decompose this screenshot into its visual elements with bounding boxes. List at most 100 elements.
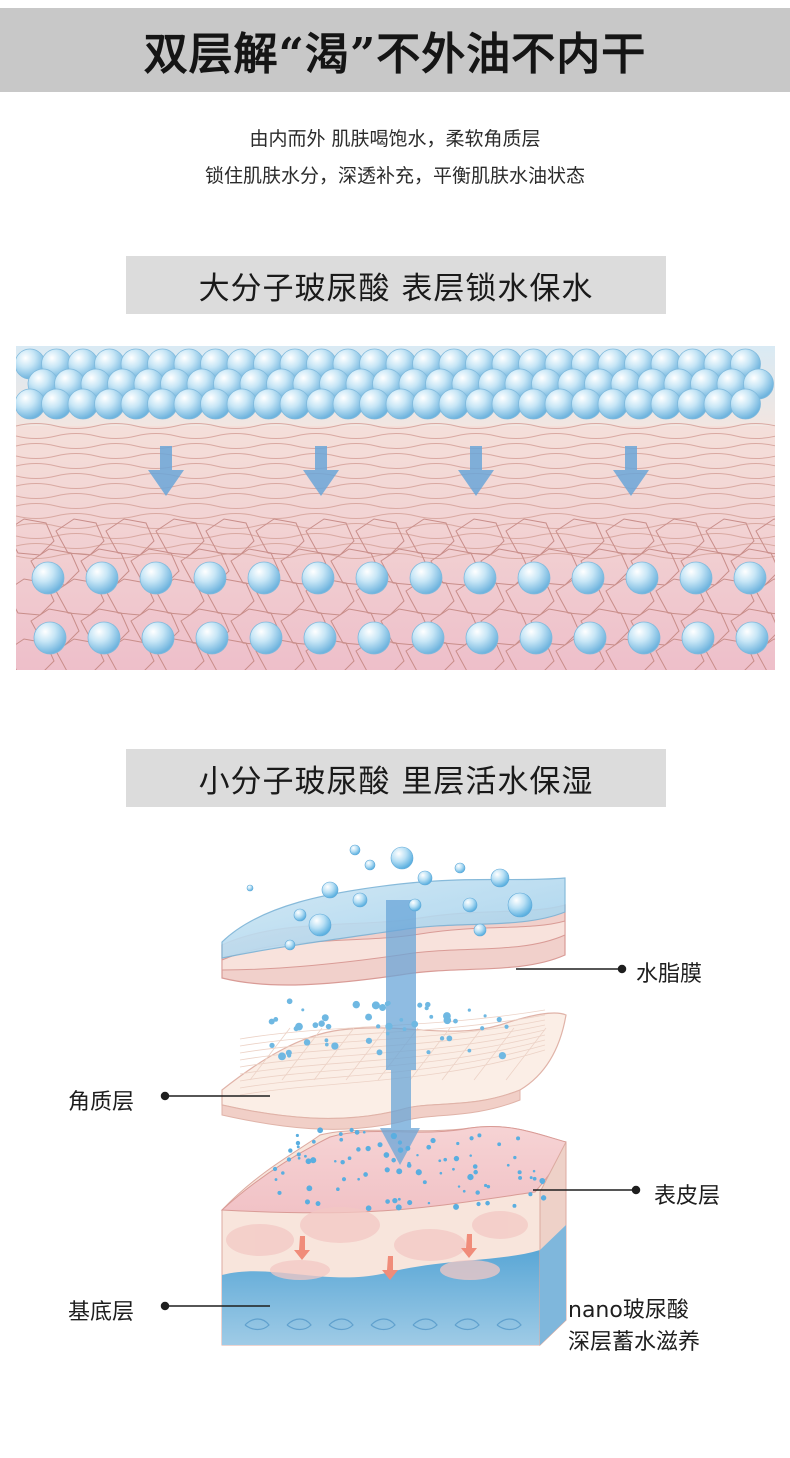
ha-bubble <box>355 561 389 595</box>
water-droplet <box>453 1155 460 1162</box>
water-droplet <box>485 1200 490 1206</box>
ha-bubble <box>301 561 335 595</box>
water-droplet <box>376 1049 383 1056</box>
ha-bubble <box>141 621 175 655</box>
water-drop <box>490 868 510 888</box>
label-nano-ha: nano玻尿酸 <box>568 1298 689 1323</box>
water-droplet <box>281 1171 285 1175</box>
skin-cell <box>305 518 355 556</box>
water-droplet <box>347 1156 352 1161</box>
water-droplet <box>341 1177 347 1182</box>
corneum-grid-line <box>281 1027 323 1081</box>
skin-cell <box>705 638 755 670</box>
skin-cell <box>55 578 105 616</box>
skin-stratum-line <box>16 473 775 479</box>
water-droplet <box>425 1001 431 1008</box>
skin-cell <box>705 578 755 616</box>
skin-cell <box>505 518 555 556</box>
water-droplet <box>371 1001 380 1010</box>
skin-stratum-line <box>16 453 775 459</box>
water-droplet <box>407 1199 413 1206</box>
water-drop <box>507 892 533 918</box>
water-droplet <box>336 1187 340 1192</box>
ha-bubble <box>31 561 65 595</box>
corneum-grid-line <box>239 1024 546 1061</box>
water-droplet <box>477 1133 482 1138</box>
ha-bubble <box>573 621 607 655</box>
water-droplet <box>467 1008 471 1012</box>
ha-bubble <box>571 561 605 595</box>
water-droplet <box>429 1014 434 1019</box>
cell-blob <box>440 1260 500 1280</box>
cell-blob <box>394 1229 466 1261</box>
skin-cell <box>605 578 655 616</box>
water-droplet <box>467 1173 474 1181</box>
water-droplet <box>385 1022 393 1030</box>
skin-cell <box>230 548 280 586</box>
ha-bubble <box>173 388 205 420</box>
skin-cell <box>16 518 55 556</box>
basal-swirl <box>370 1318 396 1331</box>
page-title: 双层解“渴”不外油不内干 <box>143 29 647 80</box>
water-drop <box>246 884 254 892</box>
water-droplet <box>443 1157 448 1162</box>
ha-bubble <box>465 388 496 420</box>
skin-cell <box>155 518 205 556</box>
water-droplet <box>390 1132 398 1140</box>
water-droplet <box>504 1024 509 1029</box>
water-droplet <box>402 1027 407 1032</box>
corneum-grid-line <box>239 1009 546 1040</box>
basal-swirl <box>328 1318 354 1331</box>
cell-blob <box>300 1207 380 1243</box>
water-droplet <box>301 1008 305 1012</box>
water-droplet <box>365 1205 372 1212</box>
corneum-grid-line <box>239 1019 546 1054</box>
water-droplet <box>462 1189 466 1193</box>
water-droplet <box>497 1142 502 1147</box>
water-droplet <box>304 1154 307 1158</box>
water-droplet <box>439 1036 445 1041</box>
water-droplet <box>506 1163 510 1167</box>
cell-blob <box>472 1211 528 1239</box>
title-banner: 双层解“渴”不外油不内干 <box>0 8 790 92</box>
water-droplet <box>315 1201 321 1207</box>
basal-swirl <box>496 1318 522 1331</box>
ha-bubble <box>412 388 443 420</box>
water-droplet <box>356 1147 361 1152</box>
water-droplet <box>540 1181 544 1185</box>
label-stratum-corneum: 角质层 <box>68 1090 135 1115</box>
ha-bubble <box>409 561 443 595</box>
water-droplet <box>540 1195 547 1201</box>
water-droplet <box>274 1178 278 1181</box>
skin-cell <box>180 548 230 586</box>
intro-line-1: 由内而外 肌肤喝饱水，柔软角质层 <box>249 128 541 150</box>
skin-cell <box>655 638 705 670</box>
skin-cell <box>755 578 775 615</box>
skin-cell <box>605 638 655 670</box>
water-droplet <box>379 1004 387 1011</box>
basal-swirl <box>454 1318 480 1331</box>
ha-bubble <box>247 561 281 595</box>
water-droplet <box>304 1199 310 1205</box>
water-droplet <box>496 1016 502 1023</box>
ha-bubble <box>624 388 655 420</box>
water-droplet <box>480 1026 485 1031</box>
water-droplet <box>334 1159 337 1163</box>
label-nano-ha-desc: 深层蓄水滋养 <box>568 1330 701 1355</box>
skin-cell <box>355 518 405 556</box>
water-droplet <box>469 1154 472 1157</box>
water-droplet <box>305 1158 312 1165</box>
water-droplet <box>365 1145 371 1152</box>
water-droplet <box>352 1000 360 1009</box>
skin-block <box>220 1125 567 1347</box>
water-droplet <box>363 1172 368 1177</box>
water-droplet <box>384 1167 390 1173</box>
ha-bubble <box>677 388 708 420</box>
water-droplet <box>331 1042 339 1050</box>
water-droplet <box>385 1031 390 1036</box>
water-droplet <box>310 1157 317 1164</box>
skin-cell <box>105 638 155 670</box>
water-droplet <box>362 1130 366 1134</box>
skin-stratum-line <box>16 523 775 529</box>
skin-cell <box>55 638 105 670</box>
